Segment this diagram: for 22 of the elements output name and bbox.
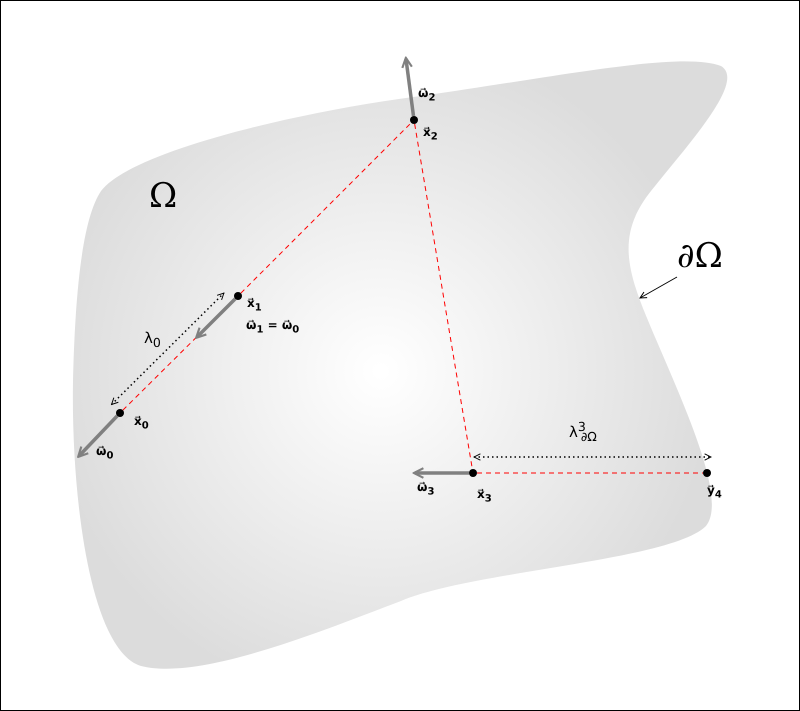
vector-arrow xyxy=(401,56,416,116)
edge-label: ω⃗$_{1}$ = ω⃗$_{0}$ xyxy=(246,319,300,336)
vector-arrow xyxy=(412,467,469,479)
vector-arrow xyxy=(77,414,118,458)
edge-label: ω⃗$_{0}$ xyxy=(96,445,114,462)
boundary-label: ∂Ω xyxy=(677,239,723,273)
point-dot xyxy=(703,469,711,477)
leader-line xyxy=(640,276,678,298)
point-label: x⃗$_{2}$ xyxy=(423,126,438,142)
distance-arrow xyxy=(474,453,712,461)
region-label: Ω xyxy=(149,179,178,213)
dashed-line xyxy=(240,122,412,294)
vector-arrow xyxy=(195,298,236,339)
point-label: x⃗$_{0}$ xyxy=(134,415,149,432)
point-label: x⃗$_{3}$ xyxy=(477,488,492,504)
edge-label: ω⃗$_{2}$ xyxy=(418,87,436,104)
edge-label: ω⃗$_{3}$ xyxy=(417,481,434,498)
point-label: y⃗$_{4}$ xyxy=(707,484,722,500)
dashed-line xyxy=(476,472,704,474)
point-label: x⃗$_{1}$ xyxy=(247,297,262,314)
edge-label: λ$_{0}$ xyxy=(144,331,161,350)
distance-arrow xyxy=(111,292,224,406)
